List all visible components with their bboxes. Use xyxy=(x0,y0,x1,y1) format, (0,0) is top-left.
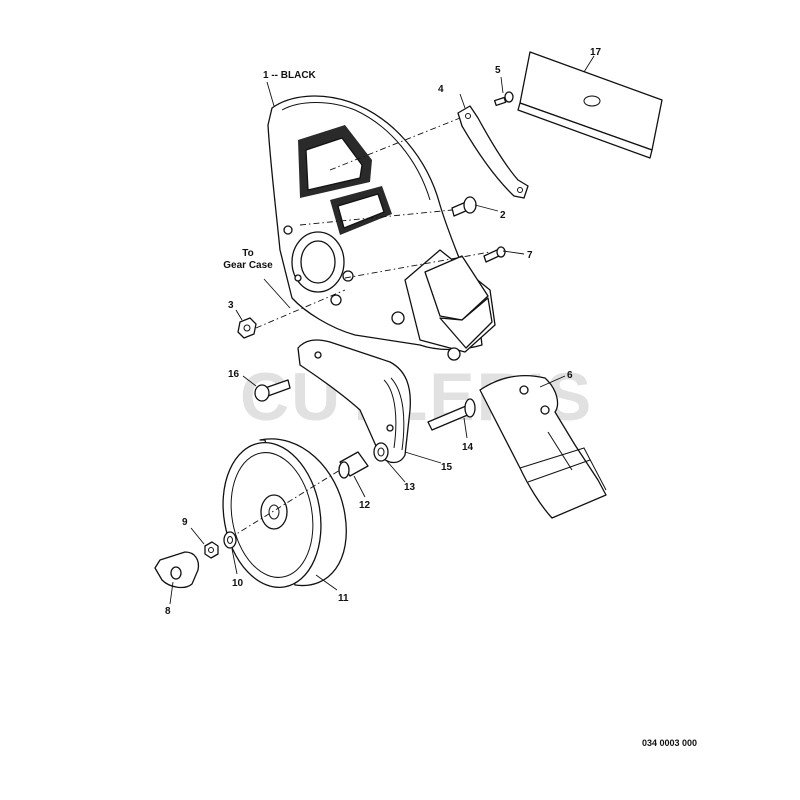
part-13-washer xyxy=(373,442,389,462)
part-2-bolt xyxy=(451,196,477,217)
part-9-nut xyxy=(204,541,219,559)
callout-15: 15 xyxy=(441,462,453,473)
part-15-plate xyxy=(297,339,411,464)
callout-11: 11 xyxy=(338,593,349,604)
note-gear-case-line2: Gear Case xyxy=(223,260,273,271)
part-4-strap xyxy=(457,105,529,199)
callout-5: 5 xyxy=(495,65,501,76)
callout-6: 6 xyxy=(567,370,573,381)
part-12-spacer xyxy=(338,451,369,479)
part-3-nut xyxy=(237,317,257,339)
part-11-wheel xyxy=(222,438,347,589)
callout-9: 9 xyxy=(182,517,188,528)
callout-3: 3 xyxy=(228,300,234,311)
part-10-washer xyxy=(223,531,237,549)
callout-8: 8 xyxy=(165,606,171,617)
part-1-blade-guard xyxy=(267,95,496,361)
note-gear-case: To Gear Case xyxy=(223,248,273,271)
part-17-blade xyxy=(517,51,663,159)
callout-12: 12 xyxy=(359,500,371,511)
callout-16: 16 xyxy=(228,369,240,380)
part-7-screw xyxy=(483,246,506,263)
callout-labels: 1 -- BLACK 2 3 4 5 6 7 8 9 10 11 12 13 1… xyxy=(165,47,602,617)
part-16-bolt xyxy=(254,379,291,402)
drawing-number: 034 0003 000 xyxy=(642,738,697,748)
note-gear-case-line1: To xyxy=(242,248,253,259)
callout-7: 7 xyxy=(527,250,533,261)
leader-lines xyxy=(169,55,595,605)
part-14-bolt xyxy=(427,398,476,431)
assembly-lines xyxy=(255,117,491,329)
part-8-knob xyxy=(154,551,200,589)
callout-17: 17 xyxy=(590,47,602,58)
part-5-screw xyxy=(493,91,514,107)
callout-4: 4 xyxy=(438,84,444,95)
callout-1: 1 -- BLACK xyxy=(263,70,317,81)
callout-13: 13 xyxy=(404,482,416,493)
callout-14: 14 xyxy=(462,442,474,453)
callout-10: 10 xyxy=(232,578,244,589)
callout-2: 2 xyxy=(500,210,506,221)
part-6-shield xyxy=(479,375,607,519)
